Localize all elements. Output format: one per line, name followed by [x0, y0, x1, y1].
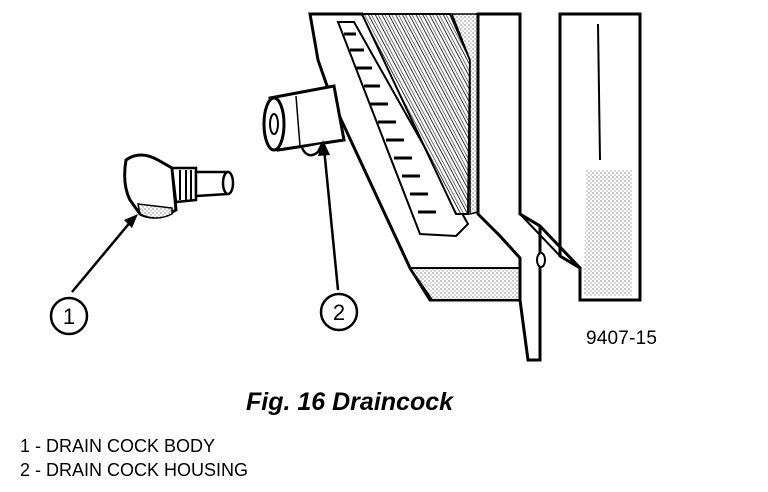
- legend: 1 - DRAIN COCK BODY 2 - DRAIN COCK HOUSI…: [20, 434, 248, 482]
- callout-1-leader: [71, 214, 138, 293]
- tube-slots: [344, 32, 436, 214]
- callout-1-number: 1: [63, 304, 75, 329]
- radiator-core-fins: [360, 13, 481, 215]
- legend-item-2: 2 - DRAIN COCK HOUSING: [20, 460, 249, 480]
- callout-2: 2: [319, 292, 359, 332]
- draincock-illustration: 1 2: [49, 12, 642, 362]
- callout-2-leader: [318, 140, 340, 291]
- drawing-id: 9407-15: [586, 328, 658, 349]
- callout-2-number: 2: [333, 300, 345, 325]
- drain-cock-housing: [262, 84, 346, 157]
- callout-1: 1: [49, 296, 89, 336]
- mounting-bracket: [476, 12, 642, 362]
- figure-caption: Fig. 16 Draincock: [246, 388, 454, 416]
- legend-item-1: 1 - DRAIN COCK BODY: [20, 436, 216, 456]
- drain-cock-body: [123, 153, 235, 219]
